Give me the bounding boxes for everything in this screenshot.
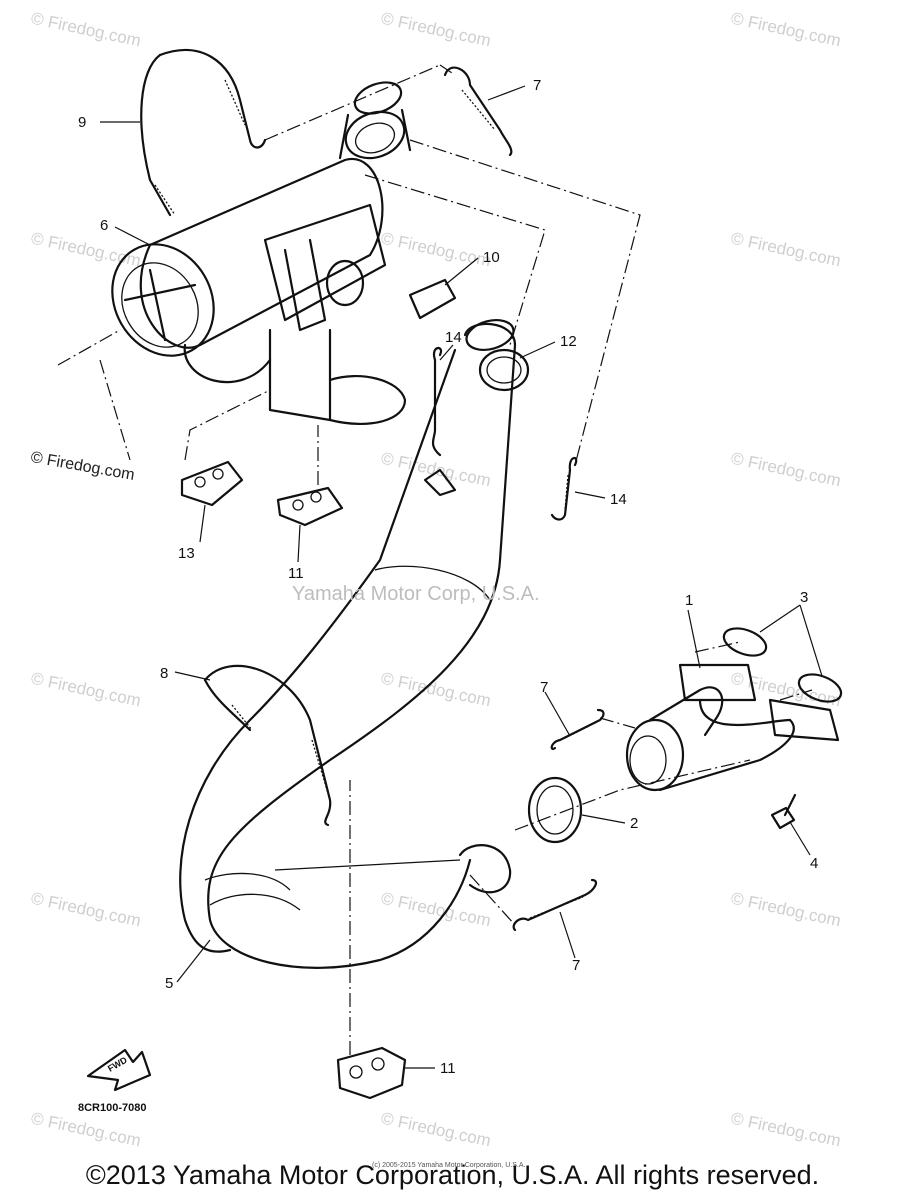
gasket-2 bbox=[527, 776, 583, 844]
callout-8: 8 bbox=[160, 665, 168, 682]
damper-10 bbox=[408, 278, 457, 320]
callout-14: 14 bbox=[445, 329, 462, 346]
spring-7-mid bbox=[550, 708, 605, 750]
callout-10: 10 bbox=[483, 249, 500, 266]
spring-14-left bbox=[423, 347, 457, 497]
diagram-code: 8CR100-7080 bbox=[78, 1102, 147, 1114]
fwd-arrow-icon: FWD bbox=[86, 1048, 152, 1092]
callout-13: 13 bbox=[178, 545, 195, 562]
callout-11: 11 bbox=[440, 1060, 456, 1077]
callout-7: 7 bbox=[533, 77, 541, 94]
gasket-3 bbox=[722, 627, 843, 703]
callout-6: 6 bbox=[100, 217, 108, 234]
tiny-credit: (c) 2005-2015 Yamaha Motor Corporation, … bbox=[372, 1162, 526, 1169]
bolt-4 bbox=[770, 793, 797, 830]
assembly-lines bbox=[57, 64, 813, 1055]
callout-11: 11 bbox=[288, 565, 304, 582]
callout-7: 7 bbox=[540, 679, 548, 696]
callout-2: 2 bbox=[630, 815, 638, 832]
callout-1: 1 bbox=[685, 592, 693, 609]
callout-5: 5 bbox=[165, 975, 173, 992]
callout-9: 9 bbox=[78, 114, 86, 131]
exhaust-pipe-5 bbox=[179, 319, 517, 969]
callout-3: 3 bbox=[800, 589, 808, 606]
manifold-1 bbox=[625, 663, 840, 792]
callout-4: 4 bbox=[810, 855, 818, 872]
silencer bbox=[111, 157, 407, 425]
callout-7: 7 bbox=[572, 957, 580, 974]
gasket-12 bbox=[478, 348, 530, 392]
corp-watermark: Yamaha Motor Corp, U.S.A. bbox=[292, 583, 540, 605]
callout-14: 14 bbox=[610, 491, 627, 508]
bracket-11-bottom bbox=[336, 1046, 407, 1100]
callout-12: 12 bbox=[560, 333, 577, 350]
bracket-11-top bbox=[276, 486, 344, 527]
leader-lines bbox=[100, 85, 823, 1069]
spring-7-bottom bbox=[512, 878, 598, 932]
joint-tube bbox=[338, 81, 412, 160]
spring-14-right bbox=[550, 457, 578, 521]
fwd-label: FWD bbox=[106, 1055, 129, 1074]
callout-numbers: 9 7 6 10 12 14 14 13 11 1 3 8 7 2 4 5 7 … bbox=[78, 77, 818, 1077]
spring-7-top bbox=[443, 66, 513, 157]
bracket-13 bbox=[180, 460, 244, 507]
spring-9 bbox=[140, 49, 267, 217]
copyright-footer: ©2013 Yamaha Motor Corporation, U.S.A. A… bbox=[85, 1160, 820, 1190]
spring-8 bbox=[203, 664, 332, 827]
